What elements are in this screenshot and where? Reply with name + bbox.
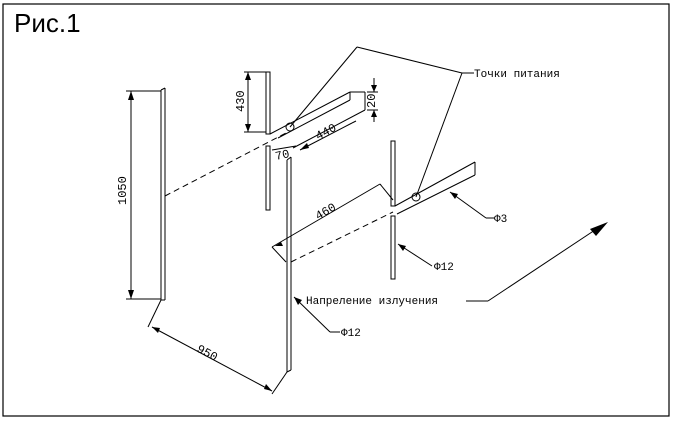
dimension-430	[244, 71, 266, 133]
right-element	[390, 140, 396, 280]
reflector-element	[160, 87, 166, 301]
dia-small-label: Φ3	[494, 214, 507, 226]
dim-label-20: 20	[365, 94, 379, 108]
radiation-direction-leader	[466, 222, 608, 302]
dim-label-70: 70	[274, 147, 291, 164]
dia-small-leader	[449, 191, 494, 219]
dimension-460	[271, 183, 394, 263]
upper-feed-point	[285, 122, 295, 132]
dimension-1050	[126, 90, 161, 300]
dim-label-430: 430	[234, 90, 248, 112]
dia-right-leader	[397, 243, 433, 267]
dimension-20	[367, 78, 378, 122]
dimension-70	[271, 145, 297, 151]
dashed-guide-lower	[290, 211, 394, 263]
dim-label-440: 440	[313, 121, 339, 144]
dia-right-label: Φ12	[434, 262, 454, 274]
feed-points-leaders	[289, 46, 474, 198]
dashed-guide-upper	[164, 131, 289, 197]
dimension-440	[299, 120, 357, 151]
upper-boom-strip	[269, 91, 366, 149]
feed-points-label: Точки питания	[474, 69, 560, 81]
lower-boom-strip	[394, 161, 476, 215]
dimension-950	[147, 299, 288, 395]
figure-title: Рис.1	[14, 8, 81, 38]
dia-main-label: Φ12	[341, 328, 361, 340]
main-vertical-element	[286, 156, 292, 373]
dim-label-460: 460	[313, 201, 339, 224]
frame-border	[2, 3, 670, 417]
dia-main-leader	[293, 296, 340, 333]
dim-label-1050: 1050	[116, 176, 130, 205]
radiation-direction-label: Напреление излучения	[306, 296, 438, 308]
upper-element	[265, 71, 271, 211]
lower-feed-point	[411, 192, 421, 202]
direction-arrow-icon	[590, 222, 608, 236]
